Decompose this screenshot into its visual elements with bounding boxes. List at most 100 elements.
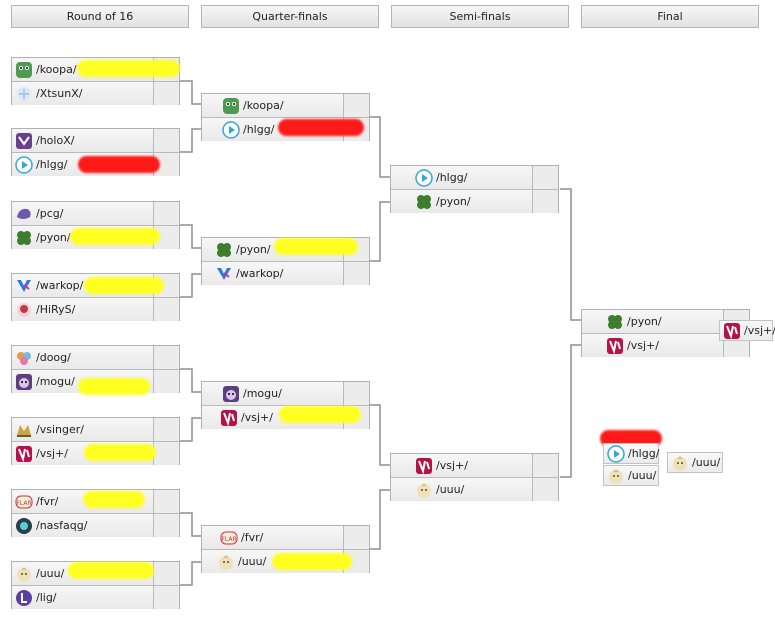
yellow-redaction-mark (279, 406, 361, 423)
header-semi-finals: Semi-finals (391, 5, 569, 28)
third-place-top[interactable]: /hlgg/ (603, 443, 659, 464)
team-name: /pyon/ (36, 231, 71, 244)
team-name: /doog/ (36, 351, 71, 364)
slot-hlgg[interactable]: /hlgg/ (391, 166, 558, 190)
slot-vsinger[interactable]: /vsinger/ (12, 418, 179, 442)
vsinger-logo-icon (15, 421, 33, 439)
team-name: /pyon/ (436, 195, 471, 208)
score-box (153, 346, 179, 369)
red-redaction-mark (600, 430, 662, 447)
team-name: /vsj+/ (744, 324, 775, 337)
match-r16-5[interactable]: /doog/ /mogu/ (11, 345, 180, 393)
score-box (153, 129, 179, 152)
slot-doog[interactable]: /doog/ (12, 346, 179, 370)
pyon-clover-icon (215, 241, 233, 259)
third-place-bottom[interactable]: /uuu/ (603, 465, 659, 486)
slot-koopa[interactable]: /koopa/ (202, 94, 369, 118)
team-name: /uuu/ (628, 469, 657, 482)
pyon-clover-icon (606, 313, 624, 331)
mogu-logo-icon (222, 385, 240, 403)
uuu-logo-icon (671, 454, 689, 472)
team-name: /vsj+/ (436, 459, 468, 472)
svg-text:FLAR: FLAR (16, 500, 31, 507)
hlgg-logo-icon (607, 444, 625, 463)
score-box (153, 514, 179, 537)
slot-fvr[interactable]: FLAR /fvr/ (202, 526, 369, 550)
team-name: /lig/ (36, 591, 57, 604)
vsj-logo-icon (15, 445, 33, 463)
slot-pcg[interactable]: /pcg/ (12, 202, 179, 226)
team-name: /hlgg/ (628, 447, 660, 460)
uuu-logo-icon (217, 553, 235, 571)
third-place-winner[interactable]: /uuu/ (667, 452, 723, 473)
team-name: /vsinger/ (36, 423, 84, 436)
hirys-logo-icon (15, 301, 33, 319)
team-name: /holoX/ (36, 134, 75, 147)
score-box (532, 190, 558, 213)
vsj-logo-icon (220, 409, 238, 427)
koopa-logo-icon (222, 97, 240, 115)
pyon-clover-icon (415, 193, 433, 211)
team-name: /koopa/ (36, 63, 77, 76)
vsj-logo-icon (723, 322, 741, 340)
yellow-redaction-mark (274, 238, 358, 255)
team-name: /vsj+/ (36, 447, 68, 460)
hlgg-logo-icon (415, 168, 433, 187)
team-name: /vsj+/ (241, 411, 273, 424)
match-sf-1[interactable]: /hlgg/ /pyon/ (390, 165, 559, 213)
score-box (153, 442, 179, 465)
slot-mogu[interactable]: /mogu/ (202, 382, 369, 406)
slot-hirys[interactable]: /HiRyS/ (12, 298, 179, 321)
score-box (343, 94, 369, 117)
lig-logo-icon (15, 589, 33, 607)
uuu-logo-icon (15, 565, 33, 583)
team-name: /vsj+/ (627, 339, 659, 352)
hlgg-logo-icon (222, 120, 240, 139)
score-box (153, 298, 179, 321)
team-name: /uuu/ (36, 567, 65, 580)
uuu-logo-icon (415, 481, 433, 499)
red-redaction-mark (78, 156, 160, 173)
slot-xtsunx[interactable]: /XtsunX/ (12, 82, 179, 105)
header-final: Final (581, 5, 759, 28)
score-box (153, 562, 179, 585)
score-box (532, 454, 558, 477)
fvr-logo-icon: FLAR (220, 529, 238, 547)
champion-box[interactable]: /vsj+/ (719, 320, 775, 341)
score-box (343, 382, 369, 405)
match-sf-2[interactable]: /vsj+/ /uuu/ (390, 453, 559, 501)
score-box (343, 526, 369, 549)
slot-uuu[interactable]: /uuu/ (391, 478, 558, 501)
pcg-logo-icon (15, 205, 33, 223)
team-name: /koopa/ (243, 99, 284, 112)
team-name: /fvr/ (36, 495, 59, 508)
team-name: /hlgg/ (436, 171, 468, 184)
svg-text:FLAR: FLAR (221, 536, 236, 543)
yellow-redaction-mark (77, 60, 180, 77)
slot-warkop[interactable]: /warkop/ (202, 262, 369, 285)
team-name: /warkop/ (36, 279, 84, 292)
team-name: /pcg/ (36, 207, 64, 220)
pyon-clover-icon (15, 229, 33, 247)
score-box (532, 478, 558, 501)
team-name: /HiRyS/ (36, 303, 76, 316)
slot-holox[interactable]: /holoX/ (12, 129, 179, 153)
team-name: /pyon/ (236, 243, 271, 256)
score-box (153, 202, 179, 225)
team-name: /mogu/ (36, 375, 75, 388)
team-name: /hlgg/ (36, 158, 68, 171)
slot-pyon[interactable]: /pyon/ (391, 190, 558, 213)
slot-lig[interactable]: /lig/ (12, 586, 179, 609)
warkop-logo-icon (215, 265, 233, 283)
hlgg-logo-icon (15, 155, 33, 174)
yellow-redaction-mark (84, 277, 164, 294)
score-box (153, 586, 179, 609)
score-box (343, 262, 369, 285)
team-name: /mogu/ (243, 387, 282, 400)
red-redaction-mark (278, 119, 364, 136)
slot-nasfaqg[interactable]: /nasfaqg/ (12, 514, 179, 537)
doog-logo-icon (15, 349, 33, 367)
koopa-logo-icon (15, 61, 33, 79)
slot-vsj[interactable]: /vsj+/ (391, 454, 558, 478)
